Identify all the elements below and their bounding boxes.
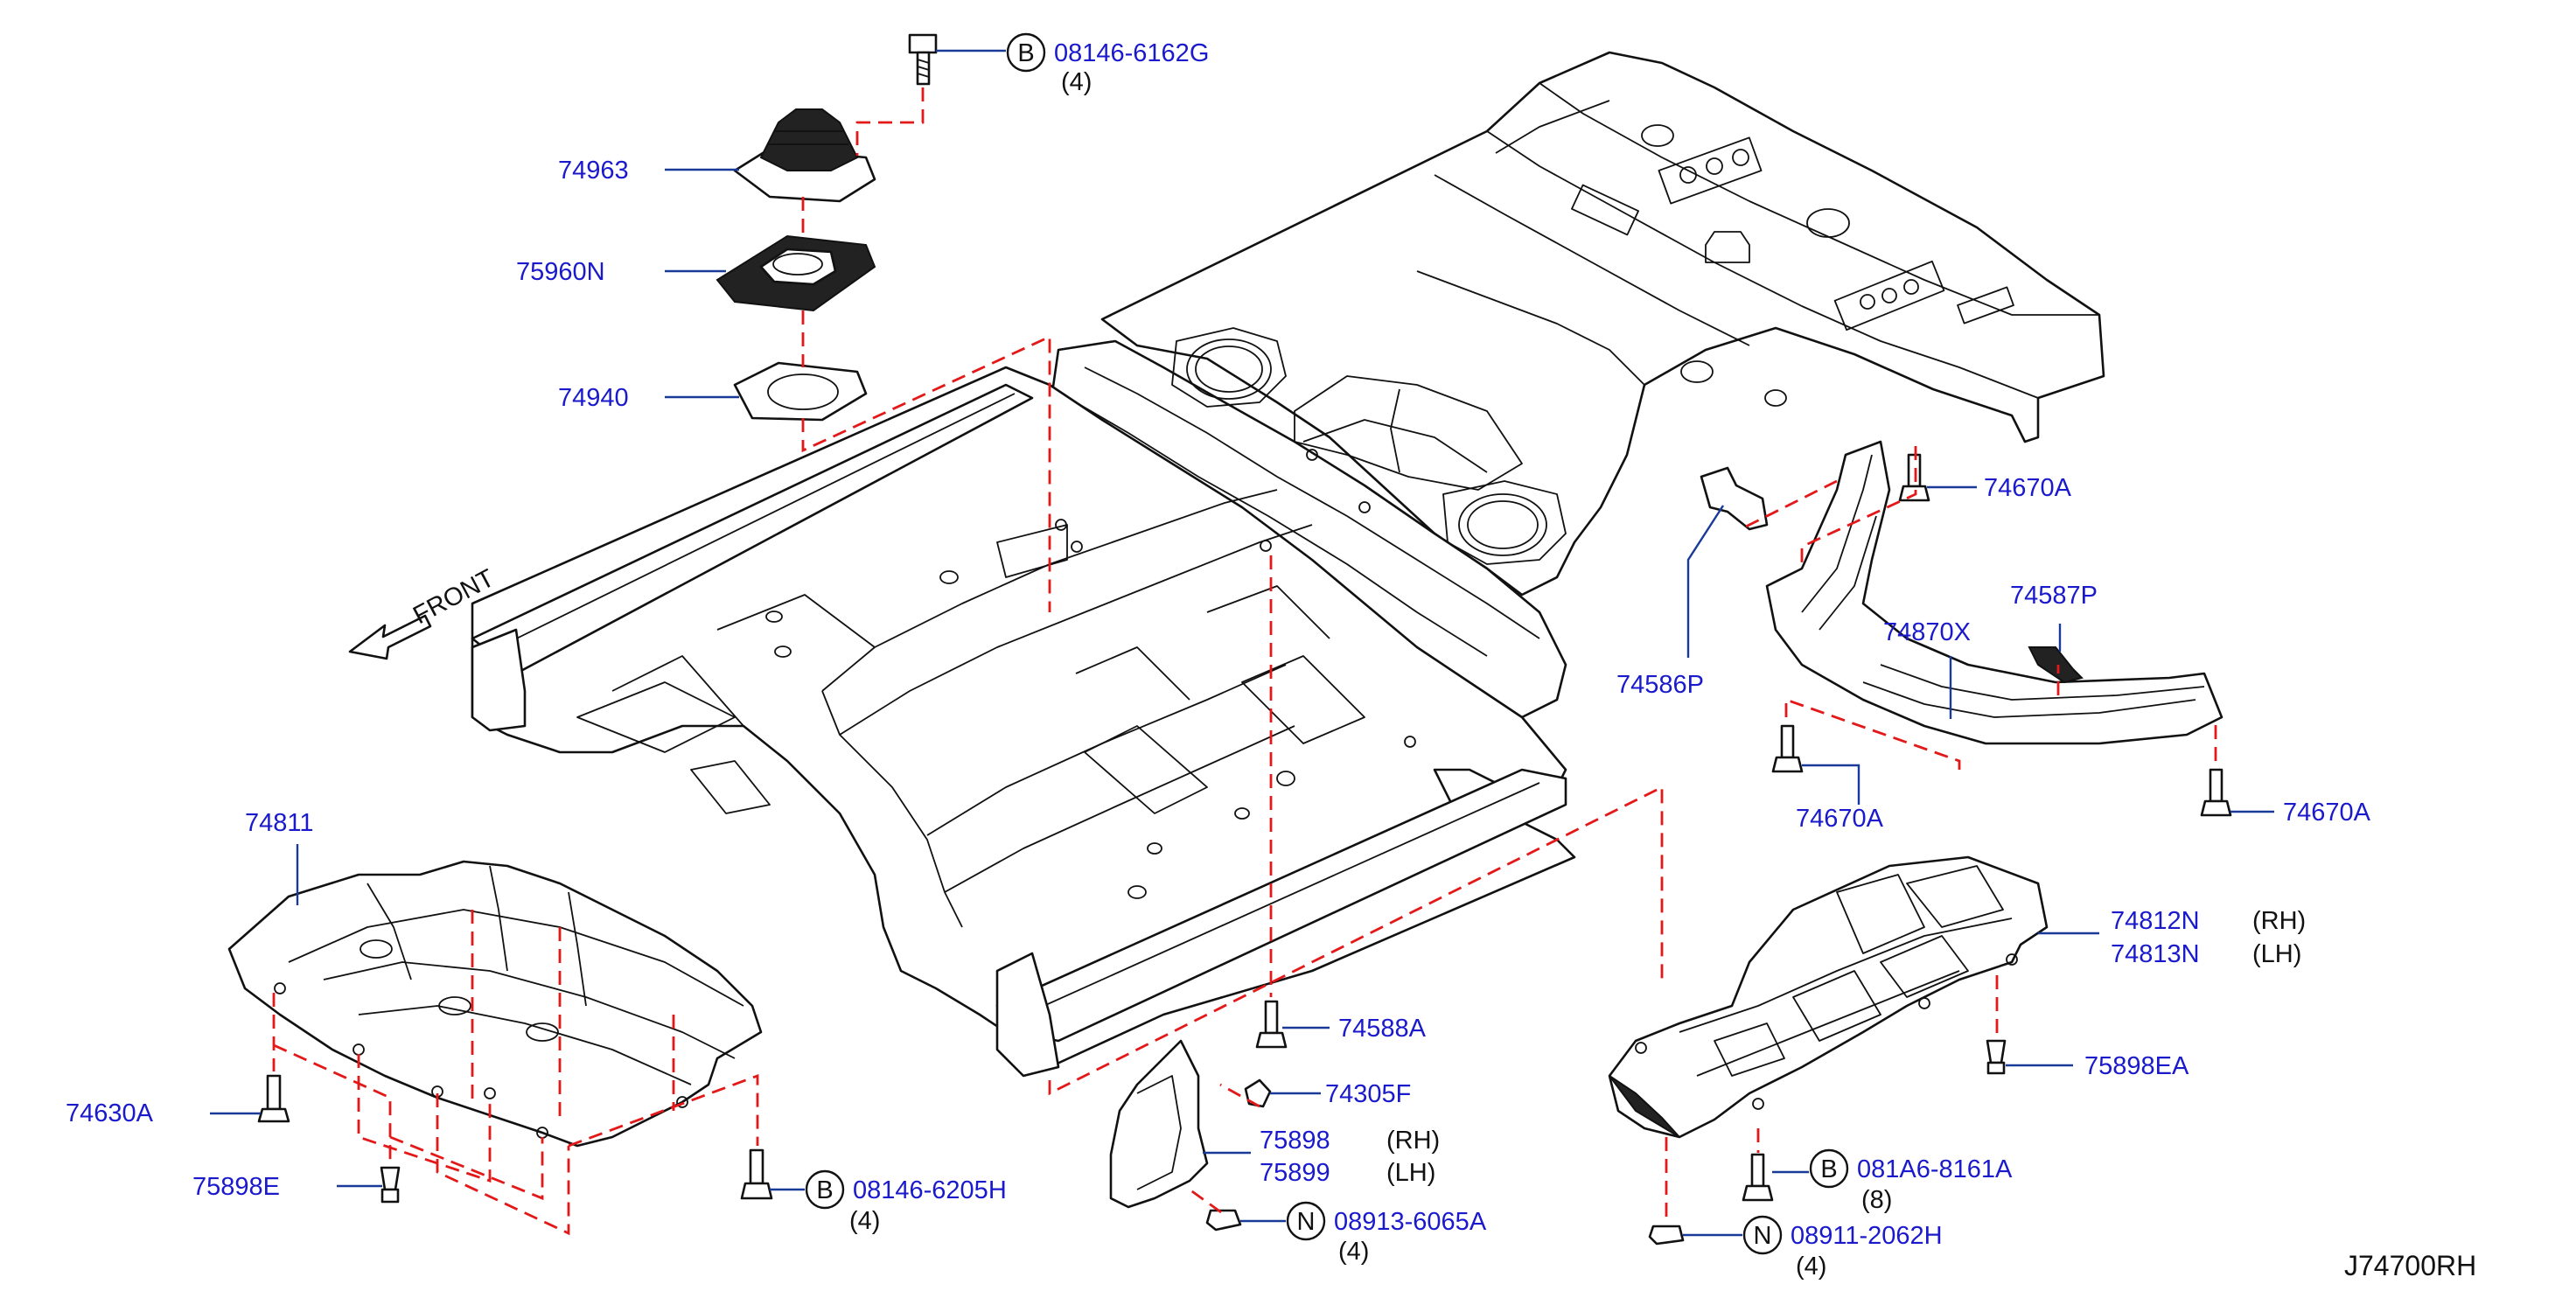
nut-08913-6065A-icon	[1205, 1209, 1242, 1232]
label-75898EA: 75898EA	[2084, 1052, 2189, 1080]
svg-text:B: B	[816, 1176, 833, 1204]
qty-08913-6065A: (4)	[1338, 1238, 1369, 1266]
svg-text:B: B	[1820, 1155, 1837, 1183]
symbol-n-right: N	[1742, 1215, 1783, 1255]
undercover-74812N-icon	[1608, 855, 2049, 1139]
side-74812N: (RH)	[2252, 907, 2306, 935]
label-75898: 75898	[1260, 1127, 1330, 1155]
label-74670A-right: 74670A	[2283, 799, 2371, 827]
clip-75898EA-icon	[1986, 1039, 2007, 1075]
label-75960N: 75960N	[516, 258, 605, 286]
label-74670A-mid: 74670A	[1796, 805, 1884, 833]
nut-08911-2062H-icon	[1648, 1225, 1685, 1246]
side-75899: (LH)	[1386, 1159, 1435, 1187]
label-74812N: 74812N	[2111, 907, 2200, 935]
label-74870X: 74870X	[1883, 618, 1971, 646]
svg-text:N: N	[1297, 1208, 1316, 1236]
label-74305F: 74305F	[1325, 1080, 1411, 1108]
bracket-74940-icon	[733, 361, 868, 422]
bolt-74670A-mid-icon	[1771, 724, 1804, 773]
bolt-08146-6205H-icon	[740, 1148, 773, 1200]
floor-pan-assembly	[471, 51, 2105, 1078]
brace-74870X-icon	[1765, 440, 2223, 745]
bracket-75898-icon	[1109, 1039, 1209, 1209]
label-75898E: 75898E	[192, 1173, 280, 1201]
label-74670A-top: 74670A	[1984, 474, 2072, 502]
label-74940: 74940	[558, 384, 629, 412]
symbol-n-center: N	[1286, 1201, 1326, 1241]
label-74586P: 74586P	[1616, 671, 1704, 699]
boot-75960N-icon	[716, 234, 876, 312]
bolt-74630A-icon	[257, 1074, 290, 1123]
diagram-id: J74700RH	[2344, 1250, 2476, 1281]
label-081A6-8161A: 081A6-8161A	[1857, 1155, 2013, 1183]
label-74811: 74811	[245, 809, 314, 837]
label-74963: 74963	[558, 157, 629, 185]
label-74813N: 74813N	[2111, 940, 2200, 968]
side-75898: (RH)	[1386, 1127, 1440, 1155]
label-74588A: 74588A	[1338, 1015, 1427, 1043]
bracket-74587P-icon	[2028, 646, 2084, 684]
label-08911-2062H: 08911-2062H	[1791, 1222, 1943, 1250]
label-75899: 75899	[1260, 1159, 1330, 1187]
qty-08146-6162G: (4)	[1061, 68, 1092, 96]
dashed-guide-lines	[272, 87, 2217, 1236]
bolt-74588A-icon	[1255, 1000, 1288, 1049]
side-74813N: (LH)	[2252, 940, 2301, 968]
symbol-b-left: B	[805, 1169, 845, 1210]
label-08913-6065A: 08913-6065A	[1334, 1208, 1487, 1236]
boot-74963-icon	[733, 108, 876, 203]
label-08146-6162G: 08146-6162G	[1054, 39, 1209, 67]
undercover-74811-icon	[227, 860, 763, 1148]
symbol-b-top: B	[1006, 32, 1046, 73]
qty-081A6-8161A: (8)	[1861, 1186, 1892, 1214]
label-74630A: 74630A	[66, 1099, 154, 1127]
label-08146-6205H: 08146-6205H	[853, 1176, 1007, 1204]
symbol-b-right: B	[1809, 1148, 1849, 1189]
bolt-08146-6162G-icon	[908, 33, 938, 86]
svg-text:B: B	[1017, 39, 1034, 67]
clip-75898E-icon	[380, 1166, 401, 1204]
bracket-74586P-icon	[1700, 466, 1769, 531]
front-arrow-icon	[348, 614, 432, 660]
bolt-74670A-right-icon	[2200, 768, 2232, 817]
svg-text:N: N	[1754, 1222, 1772, 1250]
qty-08146-6205H: (4)	[849, 1207, 880, 1235]
qty-08911-2062H: (4)	[1796, 1253, 1826, 1281]
clip-74305F-icon	[1244, 1078, 1272, 1108]
label-74587P: 74587P	[2010, 582, 2098, 610]
leader-lines	[210, 49, 2274, 1237]
bolt-081A6-8161A-icon	[1742, 1153, 1774, 1202]
